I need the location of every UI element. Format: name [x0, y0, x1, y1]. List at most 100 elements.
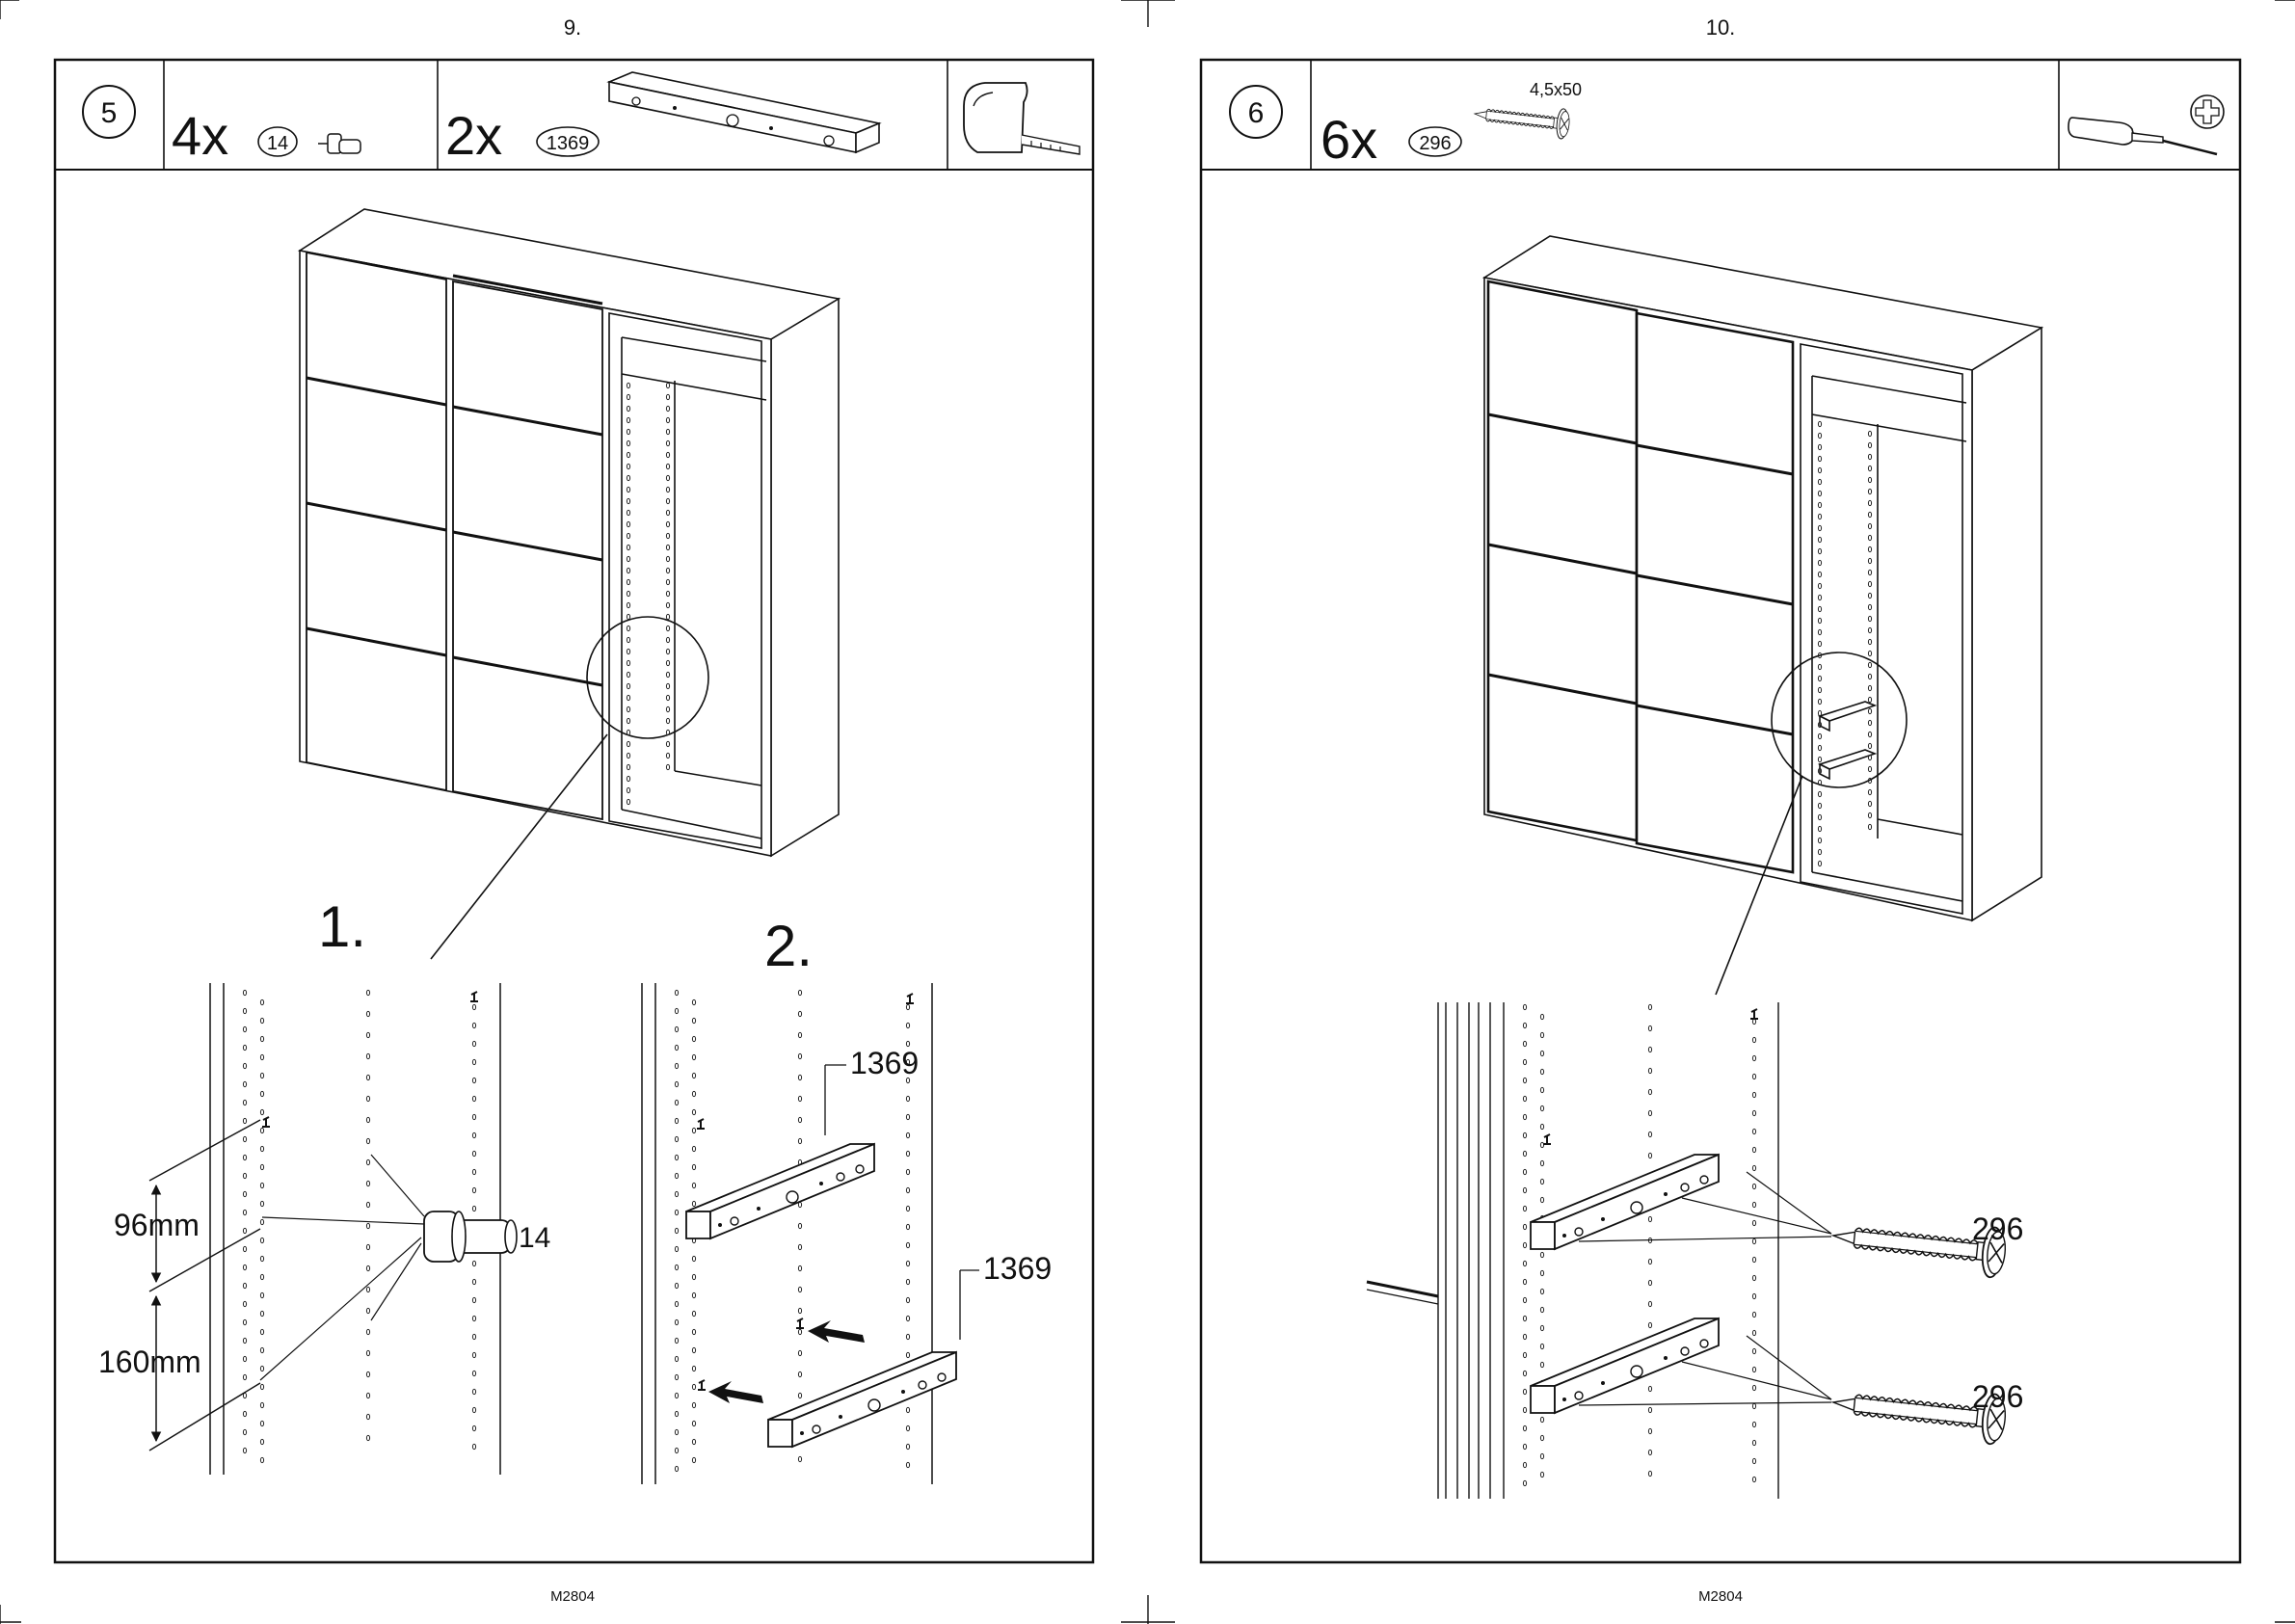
- peg-hole: [692, 999, 695, 1004]
- peg-hole: [1648, 1428, 1651, 1433]
- peg-hole: [692, 1274, 695, 1279]
- peg-hole: [1523, 1425, 1526, 1430]
- peg-hole: [692, 1018, 695, 1023]
- step-number-badge: 5: [83, 86, 135, 138]
- peg-hole: [260, 1384, 263, 1389]
- peg-hole: [675, 1173, 678, 1178]
- peg-hole: [260, 1073, 263, 1078]
- peg-hole: [260, 1292, 263, 1297]
- peg-hole: [1752, 1257, 1755, 1262]
- peg-hole: [243, 1008, 246, 1013]
- peg-hole: [692, 1109, 695, 1114]
- peg-hole: [260, 1311, 263, 1316]
- peg-hole: [1648, 1068, 1651, 1073]
- peg-hole: [1523, 1151, 1526, 1156]
- page-number: 10.: [1706, 15, 1736, 40]
- tape-measure-icon: [964, 83, 1080, 154]
- peg-hole: [472, 1316, 475, 1320]
- peg-hole: [1648, 1025, 1651, 1030]
- peg-hole: [366, 990, 369, 995]
- peg-hole: [243, 1246, 246, 1251]
- peg-hole: [1523, 1041, 1526, 1046]
- peg-hole: [798, 1096, 801, 1101]
- peg-hole: [1523, 1242, 1526, 1247]
- peg-hole: [1648, 1110, 1651, 1115]
- peg-hole: [675, 1191, 678, 1196]
- peg-hole: [1648, 1131, 1651, 1136]
- peg-hole: [1523, 1261, 1526, 1265]
- peg-hole: [366, 1011, 369, 1016]
- peg-hole: [1540, 1051, 1543, 1055]
- peg-hole: [366, 1138, 369, 1143]
- peg-hole: [692, 1311, 695, 1316]
- peg-hole: [366, 1308, 369, 1313]
- peg-hole: [675, 1338, 678, 1343]
- peg-hole: [1523, 1371, 1526, 1375]
- peg-hole: [366, 1223, 369, 1228]
- peg-hole: [243, 1301, 246, 1306]
- peg-hole: [472, 1114, 475, 1119]
- peg-hole: [1540, 1124, 1543, 1129]
- peg-hole: [1648, 1089, 1651, 1094]
- peg-hole: [675, 1429, 678, 1434]
- dimension-96mm: 96mm: [114, 1208, 200, 1242]
- peg-hole: [243, 1026, 246, 1031]
- peg-hole: [243, 1374, 246, 1379]
- peg-hole: [1540, 1252, 1543, 1257]
- peg-hole: [798, 1265, 801, 1270]
- screw-label-top: 296: [1972, 1211, 2023, 1246]
- peg-hole: [1648, 1301, 1651, 1306]
- peg-hole: [1540, 1197, 1543, 1202]
- peg-hole: [1648, 1004, 1651, 1009]
- peg-hole: [1648, 1259, 1651, 1264]
- peg-hole: [472, 1151, 475, 1156]
- peg-hole: [1540, 1105, 1543, 1110]
- peg-hole: [906, 1352, 909, 1357]
- peg-hole: [1752, 1110, 1755, 1115]
- peg-hole: [472, 1279, 475, 1284]
- peg-hole: [1752, 1074, 1755, 1078]
- peg-hole: [1752, 1055, 1755, 1060]
- peg-hole: [798, 1223, 801, 1228]
- peg-hole: [1648, 1386, 1651, 1391]
- peg-hole: [906, 1023, 909, 1027]
- peg-hole: [243, 1228, 246, 1233]
- peg-hole: [472, 1187, 475, 1192]
- peg-hole: [675, 1155, 678, 1159]
- peg-hole: [366, 1371, 369, 1376]
- peg-hole: [1523, 1169, 1526, 1174]
- peg-hole: [906, 1206, 909, 1211]
- peg-hole: [675, 1374, 678, 1379]
- peg-hole: [1523, 1279, 1526, 1284]
- peg-hole: [692, 1347, 695, 1352]
- peg-hole: [260, 1146, 263, 1151]
- peg-hole: [906, 1316, 909, 1320]
- page-right: 10. 6 6x 296 4,5x50: [1201, 15, 2240, 1605]
- peg-hole: [1523, 1023, 1526, 1027]
- peg-hole: [1523, 1114, 1526, 1119]
- peg-hole: [260, 1238, 263, 1242]
- peg-hole: [692, 1292, 695, 1297]
- peg-hole: [1540, 1032, 1543, 1037]
- peg-hole: [366, 1075, 369, 1079]
- peg-hole: [472, 1041, 475, 1046]
- peg-hole: [1523, 1132, 1526, 1137]
- detail-panel: 296 296: [1367, 1002, 2023, 1499]
- dowel-part-label: 14: [519, 1222, 550, 1254]
- peg-hole: [675, 1063, 678, 1068]
- peg-hole: [692, 1384, 695, 1389]
- peg-hole: [906, 1004, 909, 1009]
- peg-hole: [472, 1444, 475, 1449]
- peg-hole: [692, 1457, 695, 1462]
- peg-hole: [1752, 1147, 1755, 1152]
- peg-hole: [472, 1352, 475, 1357]
- peg-hole: [260, 1036, 263, 1041]
- cam-dowel-part: [424, 1211, 517, 1262]
- peg-hole: [798, 1011, 801, 1016]
- peg-hole: [906, 1169, 909, 1174]
- peg-hole: [1523, 1480, 1526, 1485]
- peg-hole: [1523, 1206, 1526, 1211]
- peg-hole: [798, 1032, 801, 1037]
- peg-hole: [692, 1054, 695, 1059]
